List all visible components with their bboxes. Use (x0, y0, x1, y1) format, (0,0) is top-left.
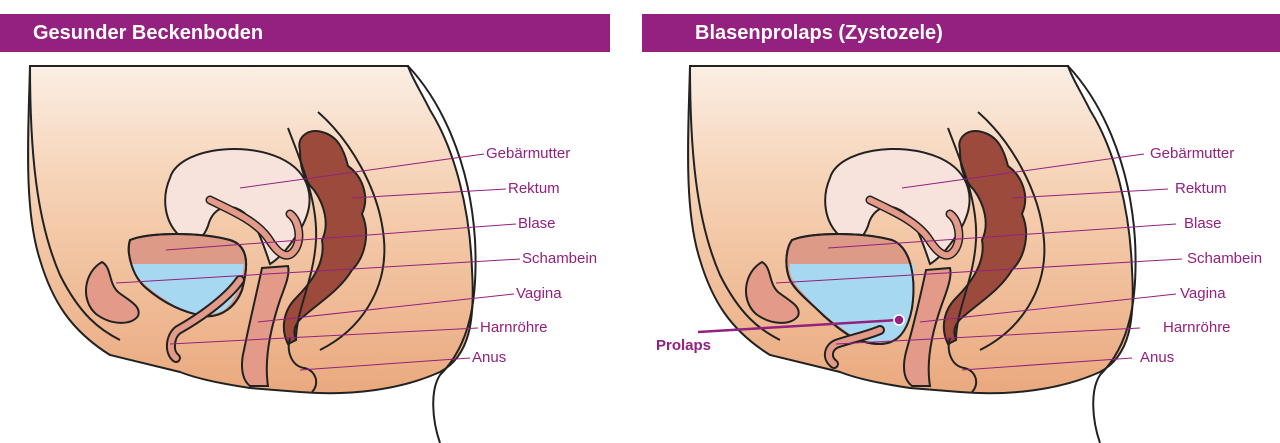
label-pubic-bone: Schambein (522, 250, 598, 267)
buttock-line (407, 65, 477, 443)
thigh-line (29, 65, 121, 341)
label-anus: Anus (1140, 349, 1175, 366)
prolaps-pointer-dot (893, 314, 905, 326)
anus (287, 337, 318, 393)
label-anus: Anus (472, 349, 507, 366)
label-vagina: Vagina (516, 285, 562, 302)
label-rectum: Rektum (508, 180, 560, 197)
label-uterus: Gebärmutter (486, 145, 571, 162)
label-pubic-bone: Schambein (1187, 250, 1263, 267)
bladder-prolapse-panel: Blasenprolaps (Zystozele) Gebärmutter Re… (640, 0, 1280, 443)
leader-lines (115, 153, 521, 371)
healthy-pelvic-floor-panel: Gesunder Beckenboden Gebärmutter Rektum … (0, 14, 610, 443)
label-uterus: Gebärmutter (1150, 145, 1235, 162)
panel-title: Gesunder Beckenboden (0, 14, 610, 52)
label-urethra: Harnröhre (1163, 319, 1231, 336)
buttock-line (1067, 65, 1137, 443)
vagina (241, 264, 290, 387)
panel-title: Blasenprolaps (Zystozele) (642, 14, 1280, 52)
pubic-bone (84, 260, 140, 324)
rectum-wall-outer (317, 111, 386, 351)
thigh-line (689, 65, 781, 341)
vagina (903, 266, 952, 387)
bladder-fluid (789, 264, 914, 343)
label-vagina: Vagina (1180, 285, 1226, 302)
rectum-wall (287, 127, 318, 341)
healthy-pelvis-illustration (27, 65, 521, 443)
label-bladder: Blase (1184, 215, 1222, 232)
anus (947, 337, 978, 393)
prolapse-pelvis-illustration (687, 65, 1183, 443)
label-prolapse: Prolaps (656, 337, 712, 354)
rectum (282, 130, 368, 346)
label-urethra: Harnröhre (480, 319, 548, 336)
prolaps-pointer-line (697, 318, 899, 334)
pubic-bone (744, 260, 800, 324)
label-bladder: Blase (518, 215, 556, 232)
leader-lines (775, 153, 1183, 371)
label-rectum: Rektum (1175, 180, 1227, 197)
